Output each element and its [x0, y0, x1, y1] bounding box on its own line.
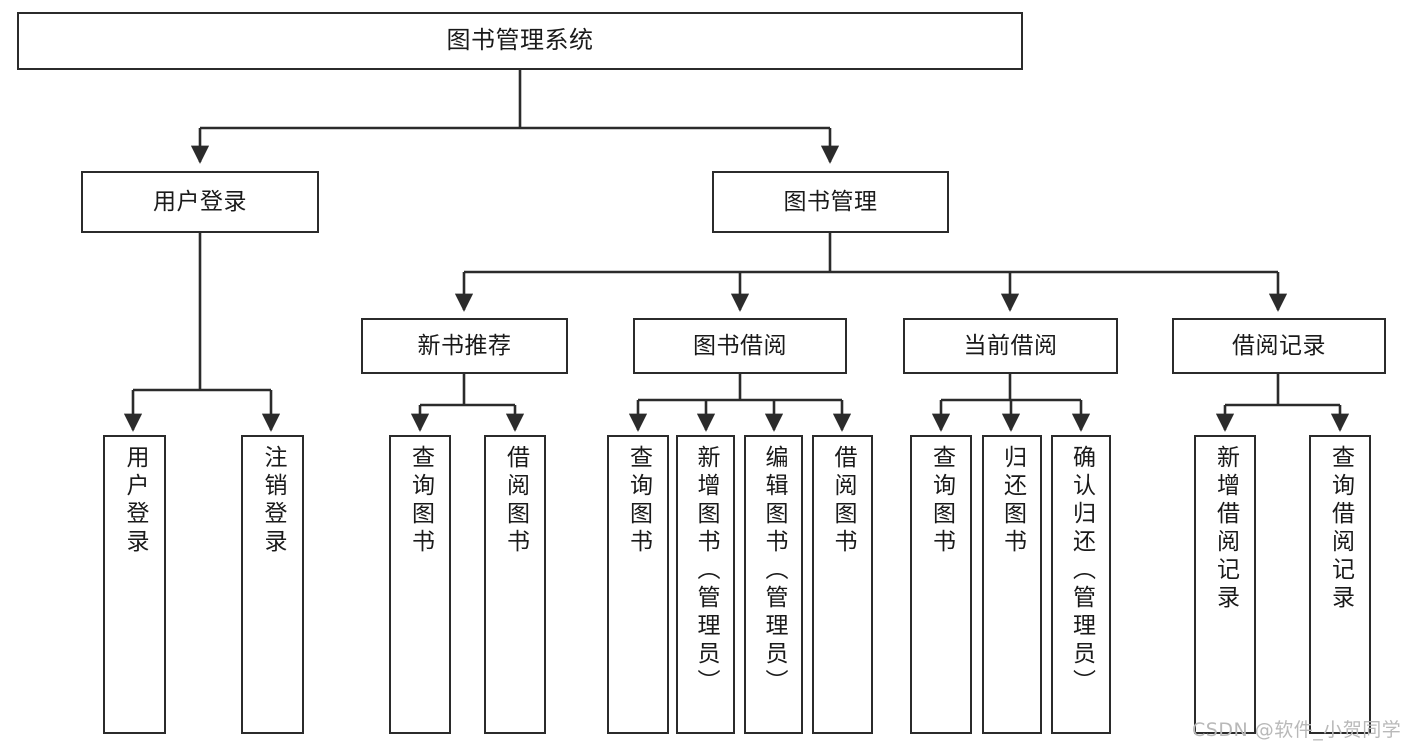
node-leaf-add-record[interactable]: 新增借阅记录	[1194, 435, 1256, 734]
node-leaf-add-record-label: 新增借阅记录	[1212, 445, 1239, 613]
node-leaf-query-book-2-label: 查询图书	[625, 445, 652, 557]
node-root-label: 图书管理系统	[446, 26, 594, 55]
node-leaf-return-book-label: 归还图书	[999, 445, 1026, 557]
node-borrow-record[interactable]: 借阅记录	[1172, 318, 1386, 374]
node-current-borrow-label: 当前借阅	[963, 332, 1058, 359]
node-leaf-query-book-3[interactable]: 查询图书	[910, 435, 972, 734]
node-leaf-query-book-2[interactable]: 查询图书	[607, 435, 669, 734]
node-leaf-confirm-return[interactable]: 确认归还（管理员）	[1051, 435, 1111, 734]
node-leaf-edit-book[interactable]: 编辑图书（管理员）	[744, 435, 803, 734]
node-leaf-query-book-3-label: 查询图书	[928, 445, 955, 557]
node-new-book-recommend-label: 新书推荐	[417, 332, 512, 359]
node-leaf-borrow-book-2-label: 借阅图书	[830, 445, 856, 557]
node-book-manage[interactable]: 图书管理	[712, 171, 949, 233]
node-leaf-user-logout-label: 注销登录	[260, 445, 286, 557]
node-leaf-borrow-book-1[interactable]: 借阅图书	[484, 435, 546, 734]
node-leaf-query-book-1[interactable]: 查询图书	[389, 435, 451, 734]
node-new-book-recommend[interactable]: 新书推荐	[361, 318, 568, 374]
node-leaf-query-record[interactable]: 查询借阅记录	[1309, 435, 1371, 734]
csdn-watermark: CSDN @软件_小贺同学	[1192, 719, 1402, 741]
node-borrow-record-label: 借阅记录	[1232, 332, 1326, 359]
node-leaf-confirm-return-label: 确认归还（管理员）	[1068, 445, 1095, 697]
node-leaf-add-book-label: 新增图书（管理员）	[693, 445, 719, 697]
node-root[interactable]: 图书管理系统	[17, 12, 1023, 70]
node-leaf-borrow-book-2[interactable]: 借阅图书	[812, 435, 873, 734]
node-leaf-edit-book-label: 编辑图书（管理员）	[761, 445, 787, 697]
node-leaf-user-login[interactable]: 用户登录	[103, 435, 166, 734]
node-leaf-add-book[interactable]: 新增图书（管理员）	[676, 435, 735, 734]
node-leaf-query-book-1-label: 查询图书	[407, 445, 434, 557]
node-leaf-query-record-label: 查询借阅记录	[1327, 445, 1354, 613]
node-leaf-user-login-label: 用户登录	[122, 445, 148, 557]
node-book-borrow-label: 图书借阅	[693, 332, 787, 359]
node-leaf-user-logout[interactable]: 注销登录	[241, 435, 304, 734]
node-book-borrow[interactable]: 图书借阅	[633, 318, 847, 374]
node-user-login[interactable]: 用户登录	[81, 171, 319, 233]
node-user-login-label: 用户登录	[153, 188, 247, 215]
node-book-manage-label: 图书管理	[783, 188, 878, 215]
node-leaf-borrow-book-1-label: 借阅图书	[502, 445, 529, 557]
node-leaf-return-book[interactable]: 归还图书	[982, 435, 1042, 734]
node-current-borrow[interactable]: 当前借阅	[903, 318, 1118, 374]
